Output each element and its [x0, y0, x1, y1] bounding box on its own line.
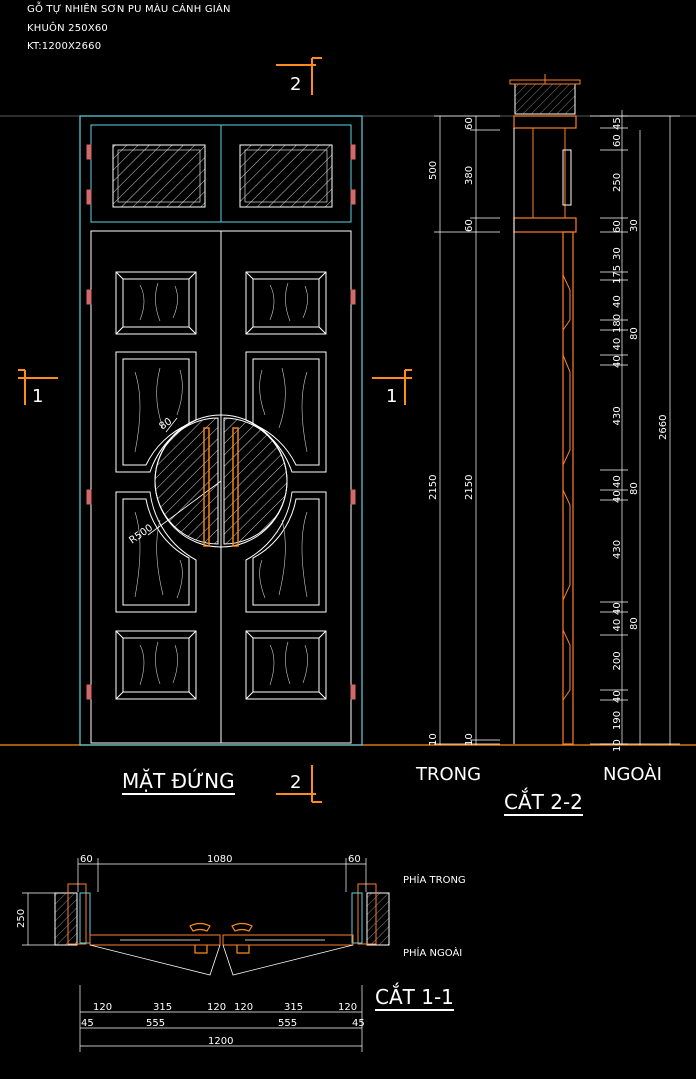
right-dim-value: 40: [612, 295, 623, 308]
right-dim-value: 40: [612, 602, 623, 615]
plan-dim-total-1200: 1200: [208, 1036, 233, 1047]
plan-dim-left-250: 250: [16, 909, 27, 928]
right-dim-value: 40: [612, 690, 623, 703]
label-trong: TRONG: [416, 764, 482, 785]
right-dim-value: 190: [612, 711, 623, 730]
dim-left-2150: 2150: [428, 475, 439, 500]
plan-dim-row1: 120 315 120 120 315 120: [93, 1002, 357, 1013]
handle-left: [203, 427, 210, 547]
hinges: [86, 144, 356, 700]
plan-dim-row1-value: 120: [93, 1002, 112, 1013]
right-dim-value: 30: [612, 247, 623, 260]
label-section-1-1: CẮT 1-1: [375, 985, 454, 1011]
note-material: GỖ TỰ NHIÊN SƠN PU MÀU CÁNH GIÁN: [27, 4, 231, 15]
right-dim-value: 40: [612, 619, 623, 632]
right-dim-second-value: 80: [629, 482, 640, 495]
section-marker-2-bottom: 2: [276, 765, 322, 803]
right-dim-second-value: 80: [629, 617, 640, 630]
svg-text:2: 2: [290, 74, 301, 95]
plan-dim-row1-value: 315: [284, 1002, 303, 1013]
right-dim-chain: 45 60 250 60 30 175 40 180 40 40 430 40 40 430 40 40 200…: [600, 115, 640, 752]
dim-left-10: 10: [428, 733, 439, 746]
right-dim-value: 40: [612, 338, 623, 351]
svg-text:1: 1: [386, 386, 397, 407]
transom-glass-right: [239, 144, 333, 208]
section-marker-1-right: 1: [372, 369, 412, 407]
plan-dim-top-1080: 1080: [207, 854, 232, 865]
dim-inner-60b: 60: [464, 219, 475, 232]
transom-glass-left: [112, 144, 206, 208]
plan-dim-top-60b: 60: [348, 854, 361, 865]
right-dim-second-value: 30: [629, 219, 640, 232]
right-dim-value: 40: [612, 475, 623, 488]
plan-dim-row2-value: 45: [352, 1018, 365, 1029]
section-marker-1-left: 1: [18, 369, 58, 407]
note-frame-size: KHUÔN 250X60: [27, 23, 108, 34]
plan-dim-top-60a: 60: [80, 854, 93, 865]
right-dim-value: 430: [612, 406, 623, 425]
right-dim-value: 250: [612, 173, 623, 192]
dim-inner-380: 380: [464, 166, 475, 185]
plan-dim-row2-value: 555: [146, 1018, 165, 1029]
right-dim-value: 60: [612, 134, 623, 147]
plan-dim-row1-value: 120: [338, 1002, 357, 1013]
plan-dim-row1-value: 120: [207, 1002, 226, 1013]
handle-right: [232, 427, 239, 547]
right-dim-value: 60: [612, 220, 623, 233]
right-dim-value: 175: [612, 265, 623, 284]
plan-dim-row2-value: 555: [278, 1018, 297, 1029]
right-dim-value: 40: [612, 490, 623, 503]
radius-dim: R500: [127, 523, 155, 547]
dim-total-2660: 2660: [658, 415, 669, 440]
right-dim-value: 10: [612, 739, 623, 752]
section-left-dims: [434, 115, 500, 745]
label-elevation: MẶT ĐỨNG: [122, 769, 235, 795]
dim-inner-2150: 2150: [464, 475, 475, 500]
label-phia-ngoai: PHÍA NGOÀI: [403, 948, 463, 959]
dim-inner-10: 10: [464, 733, 475, 746]
plan-dim-row2-value: 45: [81, 1018, 94, 1029]
note-overall-size: KT:1200X2660: [27, 41, 102, 52]
plan-dims-lines: [22, 858, 367, 1052]
right-dim-value: 200: [612, 651, 623, 670]
label-ngoai: NGOÀI: [603, 764, 662, 785]
section-marker-2-top: 2: [276, 57, 322, 95]
section-1-1-plan: [54, 883, 390, 976]
door-elevation: R500 80: [79, 115, 363, 746]
dim-left-500: 500: [428, 161, 439, 180]
plan-dim-row1-value: 315: [153, 1002, 172, 1013]
right-dim-value: 40: [612, 355, 623, 368]
dim-inner-60a: 60: [464, 117, 475, 130]
right-dim-second-value: 80: [629, 327, 640, 340]
right-dim-value: 45: [612, 117, 623, 130]
section-right-dims: [590, 110, 680, 745]
plan-dim-row1-value: 120: [234, 1002, 253, 1013]
right-dim-value: 180: [612, 314, 623, 333]
section-2-2: [509, 74, 581, 745]
label-phia-trong: PHÍA TRONG: [403, 875, 466, 886]
label-section-2-2: CẮT 2-2: [504, 790, 583, 816]
svg-text:2: 2: [290, 772, 301, 793]
plan-dim-row2: 45 555 555 45: [81, 1018, 365, 1029]
right-dim-value: 430: [612, 540, 623, 559]
svg-text:1: 1: [32, 386, 43, 407]
